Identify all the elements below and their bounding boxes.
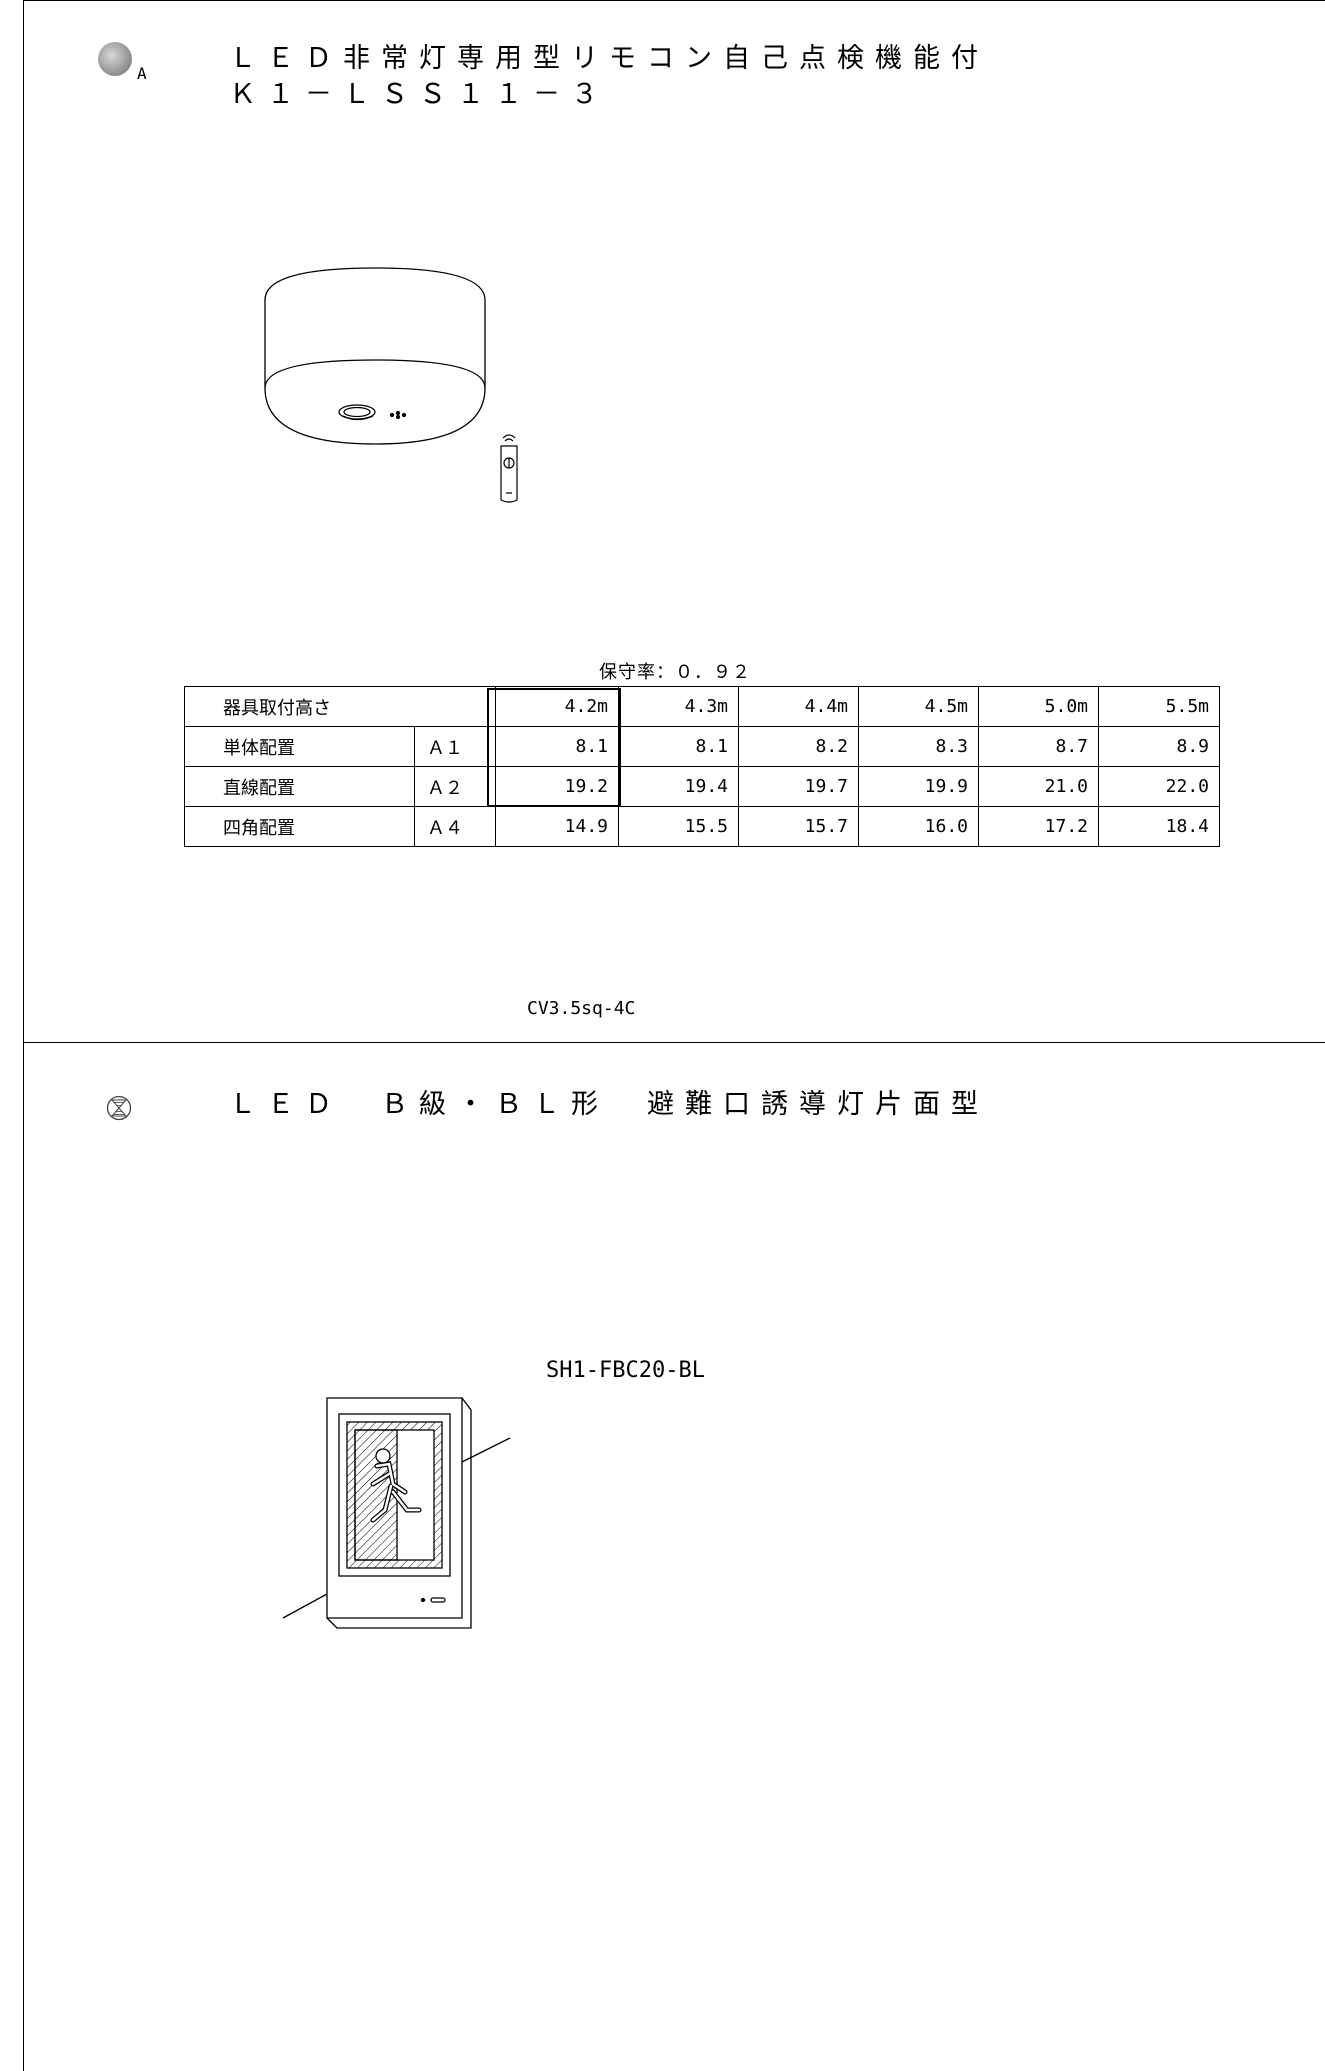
value-cell: 8.1 bbox=[495, 726, 619, 767]
section1-title-line2: Ｋ１－ＬＳＳ１１－３ bbox=[229, 79, 609, 110]
value-cell: 19.7 bbox=[738, 766, 859, 807]
value-cell: 21.0 bbox=[978, 766, 1099, 807]
value-cell: 8.1 bbox=[618, 726, 739, 767]
section2-title: ＬＥＤ Ｂ級・ＢＬ形 避難口誘導灯片面型 bbox=[229, 1089, 989, 1120]
table-row: 直線配置 Ａ２ 19.2 19.4 19.7 19.9 21.0 22.0 bbox=[184, 766, 1220, 807]
value-cell: 8.9 bbox=[1098, 726, 1220, 767]
value-cell: 15.5 bbox=[618, 806, 739, 847]
row-code: Ａ１ bbox=[414, 726, 496, 767]
ceiling-emergency-light-drawing-icon bbox=[264, 267, 486, 445]
table-row: 四角配置 Ａ４ 14.9 15.5 15.7 16.0 17.2 18.4 bbox=[184, 806, 1220, 847]
illuminance-table: 器具取付高さ 4.2m 4.3m 4.4m 4.5m 5.0m 5.5m 単体配… bbox=[184, 686, 1220, 847]
value-cell: 16.0 bbox=[858, 806, 979, 847]
row-label: 直線配置 bbox=[184, 766, 415, 807]
document-frame bbox=[23, 0, 1325, 2071]
value-cell: 14.9 bbox=[495, 806, 619, 847]
height-cell: 4.2m bbox=[495, 686, 619, 727]
mount-height-label: 器具取付高さ bbox=[184, 686, 496, 727]
model-label: SH1-FBC20-BL bbox=[546, 1358, 705, 1383]
emergency-light-symbol-icon bbox=[98, 42, 132, 76]
cable-spec-label: CV3.5sq-4C bbox=[527, 998, 636, 1019]
value-cell: 8.7 bbox=[978, 726, 1099, 767]
table-row: 単体配置 Ａ１ 8.1 8.1 8.2 8.3 8.7 8.9 bbox=[184, 726, 1220, 767]
value-cell: 19.4 bbox=[618, 766, 739, 807]
row-label: 四角配置 bbox=[184, 806, 415, 847]
height-cell: 5.0m bbox=[978, 686, 1099, 727]
symbol-subscript: A bbox=[137, 64, 147, 83]
value-cell: 19.9 bbox=[858, 766, 979, 807]
value-cell: 15.7 bbox=[738, 806, 859, 847]
remote-control-icon bbox=[500, 434, 518, 503]
row-code: Ａ２ bbox=[414, 766, 496, 807]
height-cell: 4.4m bbox=[738, 686, 859, 727]
maintenance-factor-label: 保守率：０．９２ bbox=[599, 662, 751, 683]
value-cell: 8.3 bbox=[858, 726, 979, 767]
value-cell: 8.2 bbox=[738, 726, 859, 767]
section1-title-line1: ＬＥＤ非常灯専用型リモコン自己点検機能付 bbox=[229, 43, 989, 74]
height-cell: 5.5m bbox=[1098, 686, 1220, 727]
table-header-row: 器具取付高さ 4.2m 4.3m 4.4m 4.5m 5.0m 5.5m bbox=[184, 686, 1220, 727]
value-cell: 19.2 bbox=[495, 766, 619, 807]
height-cell: 4.3m bbox=[618, 686, 739, 727]
value-cell: 22.0 bbox=[1098, 766, 1220, 807]
row-code: Ａ４ bbox=[414, 806, 496, 847]
selected-height-highlight bbox=[487, 688, 621, 807]
row-label: 単体配置 bbox=[184, 726, 415, 767]
height-cell: 4.5m bbox=[858, 686, 979, 727]
section-divider bbox=[23, 1042, 1325, 1043]
guide-light-symbol-icon bbox=[106, 1095, 132, 1121]
exit-sign-drawing-icon bbox=[282, 1397, 511, 1629]
value-cell: 18.4 bbox=[1098, 806, 1220, 847]
value-cell: 17.2 bbox=[978, 806, 1099, 847]
